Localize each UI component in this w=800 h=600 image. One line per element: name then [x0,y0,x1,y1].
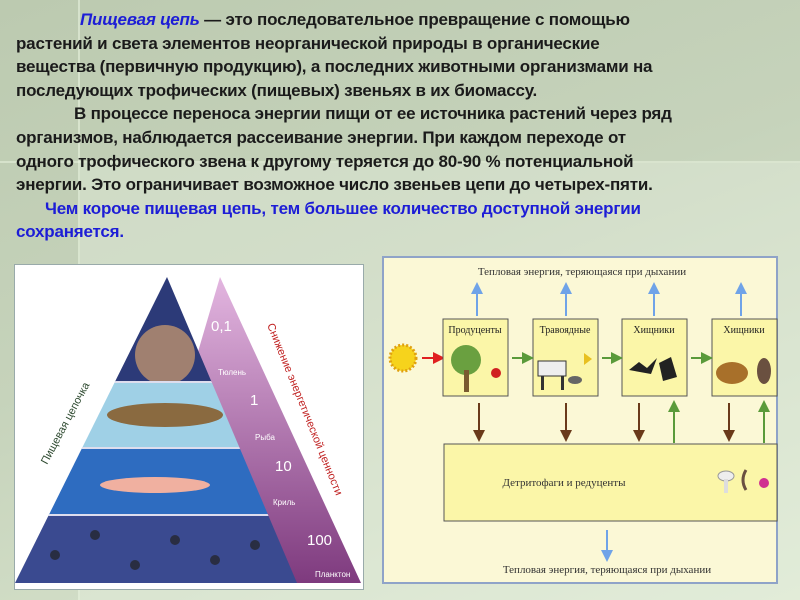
krill-image [100,477,210,493]
heat-loss-bottom-label: Тепловая энергия, теряющаяся при дыхании [503,564,711,576]
decorative-horizontal-line [0,161,800,163]
energy-transfer-arrows [512,352,770,443]
paragraph-1-line-4: последующих трофических (пищевых) звенья… [16,80,538,100]
decomposers-label: Детритофаги и редуценты [503,477,627,489]
pyramid-levels: 0,1 Тюлень 1 Рыба 10 Криль 100 Планктон [211,318,350,579]
paragraph-2-line-3: одного трофического звена к другому теря… [16,151,634,171]
energy-flow-diagram: Тепловая энергия, теряющаяся при дыхании… [382,256,778,584]
paragraph-1-line-2: растений и света элементов неорганическо… [16,33,600,53]
fish-image [107,403,223,427]
mushroom-worm-icon [717,469,769,493]
paragraph-3-line-1: Чем короче пищевая цепь, тем большее кол… [45,198,641,218]
cow-icon [537,353,592,390]
level-value: 0,1 [211,318,232,335]
tree-icon [451,345,501,392]
energy-pyramid-figure: 0,1 Тюлень 1 Рыба 10 Криль 100 Планктон … [14,264,364,590]
paragraph-1-line-3: вещества (первичную продукцию), а послед… [16,57,653,77]
slide-text: Пищевая цепь — это последовательное прев… [16,8,796,244]
paragraph-3-line-2: сохраняется. [16,222,124,242]
predators-label-1: Хищники [633,325,675,336]
heat-loss-top-label: Тепловая энергия, теряющаяся при дыхании [478,266,686,278]
level-name: Тюлень [218,368,246,377]
paragraph-2-line-4: энергии. Это ограничивает возможное числ… [16,175,653,195]
paragraph-1-line-1: Пищевая цепь — это последовательное прев… [80,10,630,29]
term-food-chain: Пищевая цепь [80,10,200,29]
detritus-arrows [473,403,735,442]
herbivores-label: Травоядные [540,325,591,336]
producers-label: Продуценты [448,325,502,336]
bear-eagle-icon [716,358,771,384]
paragraph-2-line-1: В процессе переноса энергии пищи от ее и… [74,104,672,124]
level-value: 1 [250,392,258,409]
paragraph-2-line-2: организмов, наблюдается рассеивание энер… [16,127,626,147]
plankton-band [15,515,297,583]
level-name: Планктон [315,570,350,579]
decomposers-box [443,443,778,522]
level-value: 100 [307,532,332,549]
sun-icon [388,343,418,373]
walrus-image [135,325,195,385]
level-name: Рыба [255,433,275,442]
predators-box-1 [621,318,688,397]
bat-bird-icon [629,357,677,381]
plankton-image [50,530,260,570]
level-name: Криль [273,498,295,507]
level-value: 10 [275,458,292,475]
heat-arrows-up [471,282,747,316]
predators-label-2: Хищники [723,325,765,336]
